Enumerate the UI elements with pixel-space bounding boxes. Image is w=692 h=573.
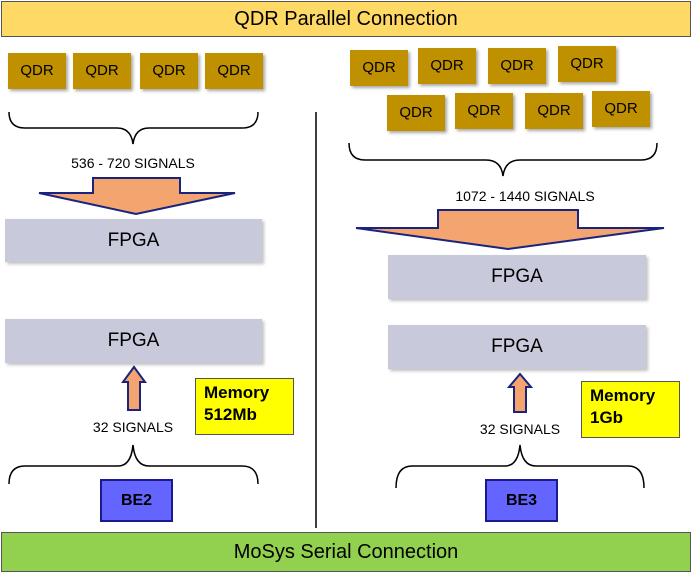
right-fpga-bottom: FPGA (388, 325, 646, 369)
right-be-brace (395, 444, 645, 489)
qdr-chip: QDR (140, 53, 198, 89)
qdr-chip: QDR (592, 91, 650, 127)
qdr-chip: QDR (350, 50, 408, 86)
right-memory-box: Memory 1Gb (581, 381, 680, 438)
right-qdr-brace (348, 142, 658, 177)
left-down-arrow (38, 177, 236, 216)
right-signals-top-label: 1072 - 1440 SIGNALS (455, 188, 595, 204)
qdr-chip: QDR (455, 93, 513, 129)
left-signals-top-label: 536 - 720 SIGNALS (71, 155, 195, 171)
qdr-chip: QDR (387, 95, 445, 131)
qdr-chip: QDR (205, 53, 263, 89)
left-signals-bottom-label: 32 SIGNALS (92, 419, 174, 435)
memory-label: Memory (590, 386, 656, 405)
qdr-chip: QDR (525, 93, 583, 129)
left-fpga-top: FPGA (5, 219, 262, 262)
right-down-arrow (355, 209, 665, 251)
memory-label: Memory (204, 383, 270, 402)
right-signals-bottom-label: 32 SIGNALS (479, 421, 561, 437)
be3-block: BE3 (485, 479, 558, 522)
qdr-chip: QDR (73, 53, 131, 89)
qdr-parallel-banner: QDR Parallel Connection (1, 1, 691, 37)
left-memory-box: Memory 512Mb (195, 378, 294, 435)
right-up-arrow (506, 372, 534, 413)
left-qdr-brace (8, 111, 259, 145)
qdr-chip: QDR (418, 48, 476, 84)
right-fpga-top: FPGA (388, 255, 646, 299)
left-fpga-bottom: FPGA (5, 319, 262, 363)
qdr-chip: QDR (488, 48, 546, 84)
be2-block: BE2 (100, 479, 173, 522)
left-up-arrow (121, 365, 147, 411)
qdr-chip: QDR (558, 46, 616, 82)
qdr-chip: QDR (8, 53, 66, 89)
memory-size: 512Mb (204, 405, 257, 424)
memory-size: 1Gb (590, 408, 624, 427)
left-be-brace (8, 444, 259, 485)
mosys-serial-banner: MoSys Serial Connection (1, 532, 691, 572)
